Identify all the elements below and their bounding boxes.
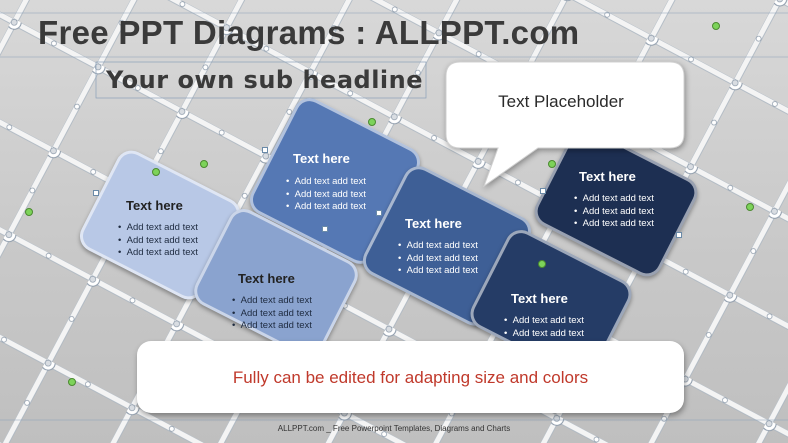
rotate-handle-icon[interactable] — [368, 118, 376, 126]
resize-handle-icon[interactable] — [262, 147, 268, 153]
banner-text: Fully can be edited for adapting size an… — [232, 368, 589, 387]
list-item: Add text add text — [398, 253, 478, 266]
resize-handle-icon[interactable] — [376, 210, 382, 216]
list-item: Add text add text — [118, 247, 198, 260]
tile-2-heading: Text here — [293, 151, 350, 166]
tile-5-list: Add text add text Add text add text — [504, 315, 584, 340]
list-item: Add text add text — [574, 193, 654, 206]
tile-2-list: Add text add text Add text add text Add … — [286, 176, 366, 214]
list-item: Add text add text — [118, 235, 198, 248]
list-item: Add text add text — [286, 201, 366, 214]
list-item: Add text add text — [398, 240, 478, 253]
resize-handle-icon[interactable] — [676, 232, 682, 238]
list-item: Add text add text — [574, 218, 654, 231]
list-item: Add text add text — [574, 206, 654, 219]
slide-subtitle: Your own sub headline — [106, 66, 424, 94]
list-item: Add text add text — [504, 315, 584, 328]
resize-handle-icon[interactable] — [93, 190, 99, 196]
rotate-handle-icon[interactable] — [152, 168, 160, 176]
tile-3-list: Add text add text Add text add text Add … — [232, 295, 312, 333]
rotate-handle-icon[interactable] — [746, 203, 754, 211]
caption-banner[interactable] — [137, 341, 684, 413]
list-item: Add text add text — [398, 265, 478, 278]
callout-text: Text Placeholder — [498, 92, 624, 111]
tile-4-heading: Text here — [405, 216, 462, 231]
rotate-handle-icon[interactable] — [25, 208, 33, 216]
rotate-handle-icon[interactable] — [200, 160, 208, 168]
list-item: Add text add text — [232, 320, 312, 333]
tile-1-list: Add text add text Add text add text Add … — [118, 222, 198, 260]
rotate-handle-icon[interactable] — [712, 22, 720, 30]
rotate-handle-icon[interactable] — [68, 378, 76, 386]
resize-handle-icon[interactable] — [322, 226, 328, 232]
tile-5-heading: Text here — [511, 291, 568, 306]
list-item: Add text add text — [286, 189, 366, 202]
list-item: Add text add text — [118, 222, 198, 235]
tile-3-heading: Text here — [238, 271, 295, 286]
slide-title: Free PPT Diagrams : ALLPPT.com — [38, 14, 580, 51]
list-item: Add text add text — [504, 328, 584, 341]
tile-4-list: Add text add text Add text add text Add … — [398, 240, 478, 278]
tile-6-list: Add text add text Add text add text Add … — [574, 193, 654, 231]
list-item: Add text add text — [232, 295, 312, 308]
tile-1-heading: Text here — [126, 198, 183, 213]
footer-text: ALLPPT.com _ Free Powerpoint Templates, … — [277, 424, 511, 433]
rotate-handle-icon[interactable] — [538, 260, 546, 268]
resize-handle-icon[interactable] — [540, 188, 546, 194]
list-item: Add text add text — [286, 176, 366, 189]
tile-6-heading: Text here — [579, 169, 636, 184]
list-item: Add text add text — [232, 308, 312, 321]
rotate-handle-icon[interactable] — [548, 160, 556, 168]
